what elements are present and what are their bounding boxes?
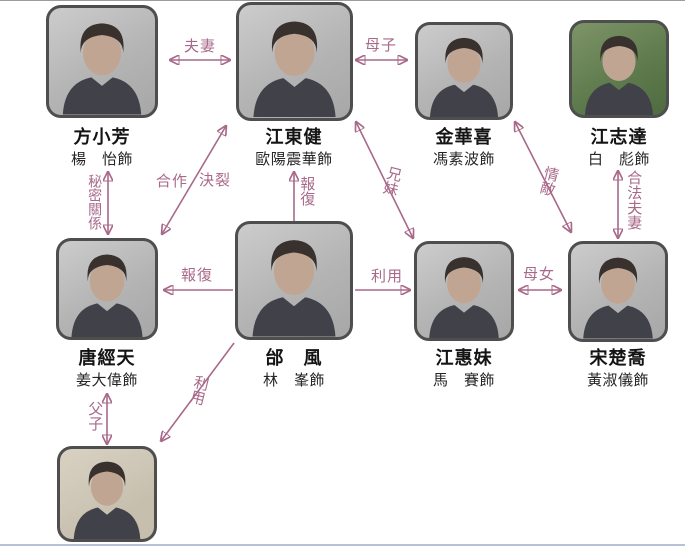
character-name: 唐經天 — [78, 348, 136, 369]
relationship-label-cooperation: 合作 — [156, 172, 189, 190]
person-silhouette-icon — [239, 5, 350, 118]
photo-fang-xiaofang — [46, 5, 158, 118]
actor-name: 楊 怡飾 — [70, 150, 133, 168]
person-silhouette-icon — [418, 25, 510, 117]
photo-jiang-dongjian — [236, 2, 353, 121]
character-name: 金華喜 — [435, 127, 493, 148]
relationship-label-exploit-diag: 利用 — [186, 373, 212, 407]
person-silhouette-icon — [571, 244, 665, 339]
photo-jiang-zhida — [569, 20, 669, 118]
character-name: 方小芳 — [73, 127, 131, 148]
actor-name: 馮素波飾 — [432, 150, 495, 168]
person-silhouette-icon — [417, 244, 511, 338]
page-top-border — [0, 0, 685, 1]
relationship-label-legal-spouses: 合法夫妻 — [625, 170, 644, 230]
character-name: 江志達 — [590, 127, 648, 148]
photo-bottom-character — [57, 446, 157, 542]
person-silhouette-icon — [59, 241, 155, 337]
person-silhouette-icon — [238, 224, 350, 337]
relationship-label-revenge-up: 報復 — [298, 176, 317, 206]
relationship-label-revenge-left: 報復 — [180, 266, 213, 284]
relationship-label-exploit-right: 利用 — [370, 267, 403, 285]
relationship-label-mother-daughter: 母女 — [522, 265, 555, 283]
person-silhouette-icon — [49, 8, 155, 115]
actor-name: 白 彪飾 — [587, 150, 650, 168]
photo-tai-feng — [235, 221, 353, 340]
actor-name: 姜大偉飾 — [75, 371, 138, 389]
relationship-label-father-son: 父子 — [86, 401, 105, 431]
page-bottom-border — [0, 544, 685, 546]
person-silhouette-icon — [60, 449, 154, 539]
relationship-label-mother-son: 母子 — [364, 36, 397, 54]
photo-song-chuqiao — [568, 241, 668, 342]
photo-jiang-huimei — [414, 241, 514, 341]
relationship-label-secret: 秘密關係 — [86, 174, 103, 230]
relationship-label-split: 決裂 — [199, 171, 232, 189]
character-name: 宋楚喬 — [589, 348, 647, 369]
actor-name: 林 峯飾 — [262, 371, 325, 389]
relationship-label-love-rivals: 情敵 — [536, 164, 562, 198]
person-silhouette-icon — [572, 23, 666, 115]
actor-name: 馬 賽飾 — [432, 371, 495, 389]
photo-jin-huaxi — [415, 22, 513, 120]
photo-tang-jingtian — [56, 238, 158, 340]
actor-name: 黃淑儀飾 — [586, 371, 649, 389]
character-name: 江惠妹 — [435, 348, 493, 369]
relationship-label-siblings: 兄妹 — [379, 164, 405, 198]
actor-name: 歐陽震華飾 — [255, 150, 333, 168]
character-name: 江東健 — [265, 127, 323, 148]
character-name: 邰 風 — [265, 348, 323, 369]
relationship-label-spouses: 夫妻 — [183, 37, 216, 55]
